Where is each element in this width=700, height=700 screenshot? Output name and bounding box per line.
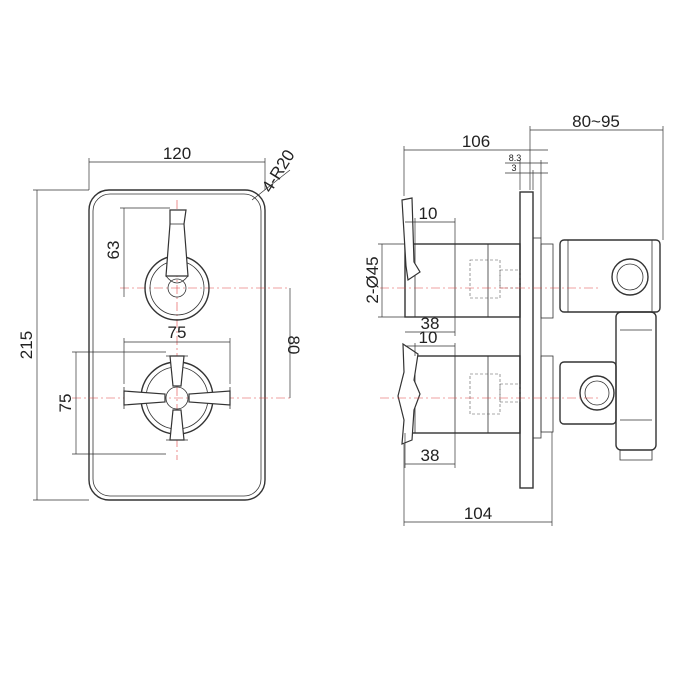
dimension-lever-offset: 63: [104, 241, 123, 260]
side-faceplate: [519, 191, 534, 489]
dimension-spindle-lower: 10: [419, 328, 438, 347]
dimension-cross-width: 75: [168, 323, 187, 342]
side-lever: [401, 197, 421, 282]
side-view: 106 80~95 8.3 3 10 2-Ø45 38 10: [363, 112, 664, 526]
side-backplate: [532, 237, 542, 439]
faceplate-outline: [88, 189, 266, 501]
dimension-corner-radius: 4-R20: [258, 146, 299, 195]
dimension-upper-depth: 106: [462, 132, 490, 151]
valve-body: [559, 239, 661, 461]
dimension-cap-lower: 38: [421, 446, 440, 465]
side-cross-handle: [397, 342, 421, 445]
lever-handle: [144, 209, 210, 321]
dimension-height: 215: [17, 331, 36, 359]
dimension-spindle-upper: 10: [419, 204, 438, 223]
dimension-handle-spacing: 80: [284, 336, 303, 355]
dimension-width: 120: [163, 144, 191, 163]
dimension-diameter: 2-Ø45: [363, 256, 382, 303]
upper-cartridge: [404, 243, 521, 318]
cross-handle: [123, 355, 231, 441]
dimension-cross-height: 75: [56, 394, 75, 413]
faceplate-inner-outline: [92, 193, 262, 497]
dimension-wall-depth: 80~95: [572, 112, 620, 131]
dimension-plate-inner: 3: [511, 163, 516, 173]
dimension-lower-depth: 104: [464, 504, 492, 523]
front-view: 120 4-R20 215 63 80 75 75: [17, 144, 303, 501]
dimension-cap-upper: 38: [421, 314, 440, 333]
lower-cartridge: [404, 355, 521, 434]
dimension-plate-thickness: 8.3: [509, 153, 522, 163]
